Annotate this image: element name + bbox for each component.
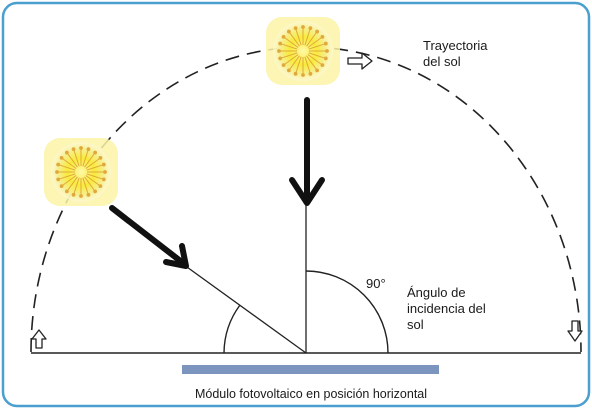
sun-ray — [280, 43, 298, 50]
sun-ray — [58, 173, 76, 180]
sun-left-icon — [44, 138, 118, 206]
sun-ray — [61, 175, 77, 187]
sun-ray-tip — [308, 26, 313, 31]
sun-ray — [73, 149, 80, 167]
sun-ray — [280, 52, 298, 59]
sun-ray-tip — [93, 189, 98, 194]
sun-ray — [84, 152, 96, 168]
sun-ray — [61, 157, 77, 169]
sun-top-icon — [266, 17, 340, 85]
sun-ray-tip — [71, 192, 76, 197]
module-caption: Módulo fotovoltaico en posición horizont… — [195, 387, 427, 401]
sun-ray-tip — [71, 147, 76, 152]
sun-ray — [86, 164, 104, 171]
sun-ray-tip — [320, 63, 325, 68]
sun-ray-tip — [55, 170, 59, 174]
sun-ray — [86, 173, 104, 180]
sun-ray — [295, 28, 302, 46]
sun-ray-tip — [308, 71, 313, 76]
sun-ray-tip — [301, 25, 305, 29]
sun-ray-tip — [293, 71, 298, 76]
sun-ray-tip — [286, 29, 291, 34]
sun-ray-tip — [86, 192, 91, 197]
sun-ray-tip — [101, 162, 106, 167]
trajectory-up-arrow-icon — [31, 329, 47, 349]
diagonal-ray-line — [179, 261, 307, 354]
sun-ray — [308, 52, 326, 59]
sun-ray-tip — [64, 189, 69, 194]
sun-ray — [66, 152, 78, 168]
sun-ray-tip — [79, 194, 83, 198]
sun-ray-tip — [93, 150, 98, 155]
right-angle-arc — [305, 270, 389, 354]
sun-ray — [295, 56, 302, 74]
sun-ray-tip — [315, 68, 320, 73]
sun-ray — [306, 31, 318, 47]
diagonal-sunlight-arrow — [109, 205, 189, 269]
sun-ray-tip — [278, 41, 283, 46]
sun-ray-tip — [86, 147, 91, 152]
sun-ray — [288, 55, 300, 71]
incidence-label-line1: Ángulo de — [407, 285, 466, 300]
trajectory-right-arrow-icon — [347, 52, 373, 70]
sun-ray — [283, 54, 299, 66]
sun-ray — [307, 36, 323, 48]
sun-ray — [304, 56, 311, 74]
sun-ray-tip — [277, 49, 281, 53]
incidence-label-line3: sol — [407, 317, 424, 332]
sun-ray-tip — [79, 146, 83, 150]
sun-ray — [82, 149, 89, 167]
pv-module-panel — [182, 365, 439, 374]
sun-ray — [58, 164, 76, 171]
sun-ray — [84, 176, 96, 192]
sun-ray — [306, 55, 318, 71]
sun-ray — [308, 43, 326, 50]
sun-ray — [288, 31, 300, 47]
sun-ray — [304, 28, 311, 46]
sun-ray-tip — [315, 29, 320, 34]
sun-ray-tip — [293, 26, 298, 31]
sun-ray — [85, 175, 101, 187]
sun-ray — [66, 176, 78, 192]
trajectory-label-line2: del sol — [423, 54, 461, 69]
sun-ray — [82, 177, 89, 195]
sun-ray-tip — [103, 170, 107, 174]
sun-ray — [307, 54, 323, 66]
sun-ray-tip — [98, 184, 103, 189]
trajectory-label-line1: Trayectoria — [423, 38, 488, 53]
sun-ray-tip — [281, 34, 286, 39]
sun-ray-tip — [59, 184, 64, 189]
oblique-angle-arc — [223, 304, 241, 354]
sun-ray-tip — [323, 41, 328, 46]
sun-ray-tip — [98, 155, 103, 160]
sun-ray-tip — [56, 162, 61, 167]
sun-ray-tip — [320, 34, 325, 39]
sun-ray-tip — [325, 49, 329, 53]
sun-ray — [73, 177, 80, 195]
sun-ray-tip — [286, 68, 291, 73]
trajectory-down-arrow-icon — [567, 320, 583, 342]
sun-ray — [85, 157, 101, 169]
sun-ray-tip — [278, 56, 283, 61]
sun-ray-tip — [56, 177, 61, 182]
angle-value-label: 90° — [366, 276, 386, 291]
sun-ray-tip — [59, 155, 64, 160]
sun-ray-tip — [101, 177, 106, 182]
vertical-sunlight-arrow — [289, 97, 325, 206]
sun-ray-tip — [323, 56, 328, 61]
incidence-label-line2: incidencia del — [407, 301, 486, 316]
sun-ray-tip — [281, 63, 286, 68]
sun-ray-tip — [301, 73, 305, 77]
sun-ray — [283, 36, 299, 48]
sun-ray-tip — [64, 150, 69, 155]
